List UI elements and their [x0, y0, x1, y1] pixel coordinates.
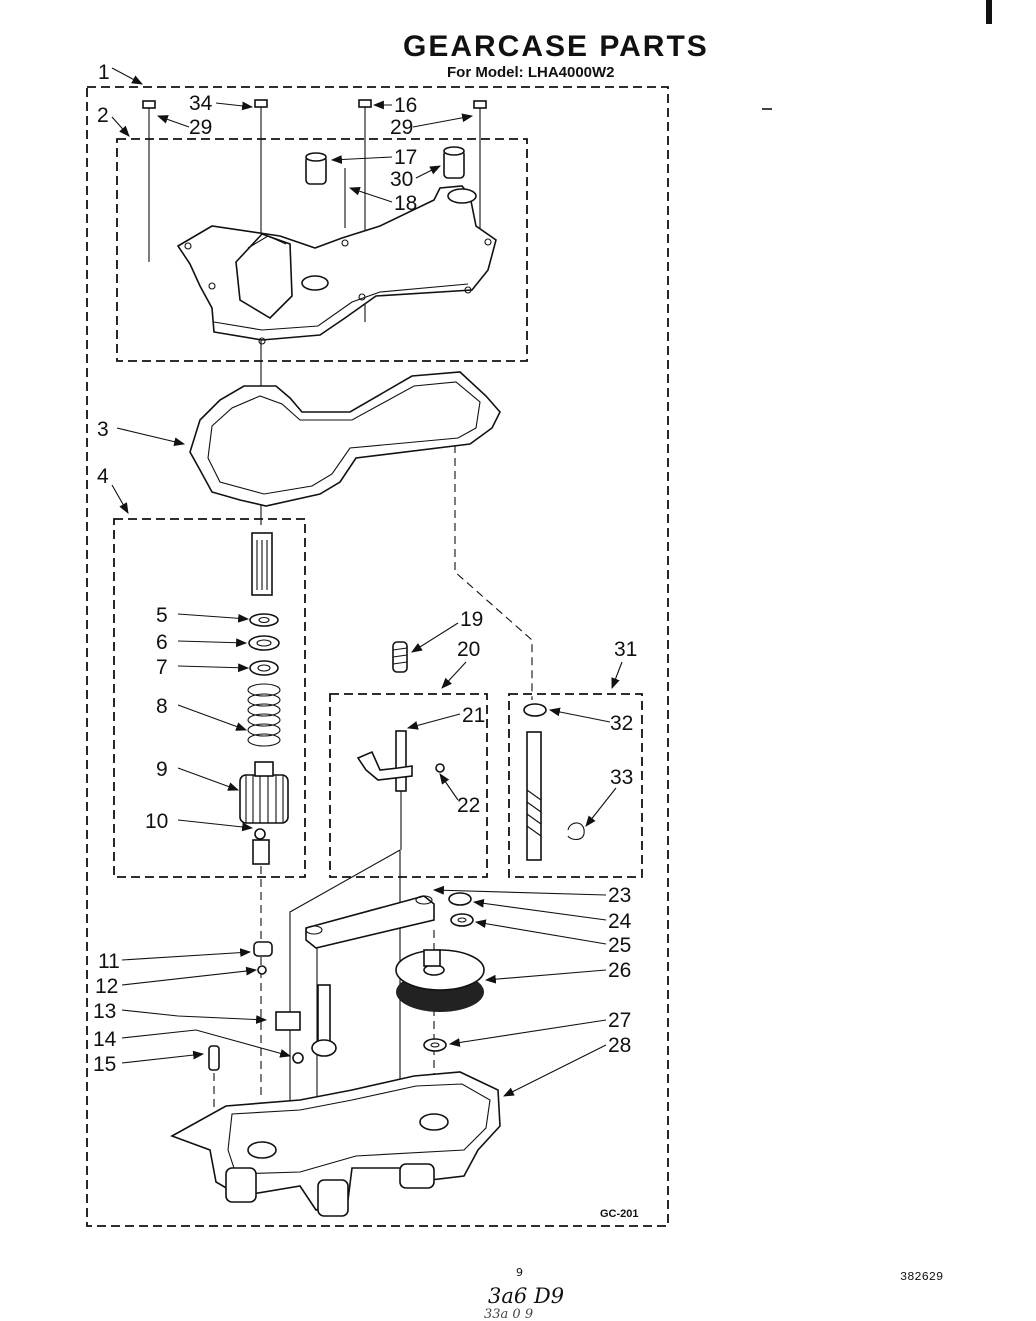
page-mark: 9 [516, 1266, 523, 1279]
callout-leaders [111, 67, 623, 1097]
callout-22: 22 [457, 794, 480, 817]
washer-24 [448, 892, 472, 906]
callout-31: 31 [614, 638, 637, 661]
callout-6: 6 [156, 631, 168, 654]
cover-box [116, 138, 528, 362]
shift-fork-20 [356, 730, 413, 850]
document-number: 382629 [900, 1270, 944, 1284]
clip-33 [567, 822, 585, 841]
callout-20: 20 [457, 638, 480, 661]
diagram-title: GEARCASE PARTS [403, 30, 709, 63]
drive-gear-26 [395, 949, 485, 1012]
callout-32: 32 [610, 712, 633, 735]
callout-29-left: 29 [189, 116, 212, 139]
worm-shaft-31 [526, 731, 542, 861]
callout-2: 2 [97, 104, 109, 127]
washer-5 [249, 613, 279, 627]
spring-19 [392, 641, 408, 673]
spring-8 [247, 683, 281, 747]
callout-27: 27 [608, 1009, 631, 1032]
callout-16: 16 [394, 94, 417, 117]
callout-10: 10 [145, 810, 168, 833]
shift-fork-box [329, 693, 488, 878]
callout-5: 5 [156, 604, 168, 627]
washer-6 [248, 635, 280, 651]
drive-link-23 [305, 895, 435, 949]
callout-13: 13 [93, 1000, 116, 1023]
callout-24: 24 [608, 910, 632, 933]
callout-19: 19 [460, 608, 483, 631]
washer-7 [249, 660, 279, 676]
ball-14 [292, 1052, 304, 1064]
bushing-17 [305, 152, 327, 185]
callout-9: 9 [156, 758, 168, 781]
gearcase-base-28 [170, 1071, 501, 1217]
bushing-30 [443, 146, 465, 179]
stray-mark [762, 108, 772, 110]
callout-29-right: 29 [390, 116, 413, 139]
callout-1: 1 [98, 61, 110, 84]
washer-32 [523, 703, 547, 717]
callout-26: 26 [608, 959, 631, 982]
callout-34: 34 [189, 92, 213, 115]
callout-4: 4 [97, 465, 109, 488]
gasket [189, 371, 501, 507]
callout-28: 28 [608, 1034, 631, 1057]
callout-7: 7 [156, 656, 168, 679]
callout-21: 21 [462, 704, 485, 727]
callout-8: 8 [156, 695, 168, 718]
screw-29-left [142, 100, 156, 121]
pin-22 [435, 763, 445, 773]
callout-3: 3 [97, 418, 109, 441]
washer-25 [450, 913, 474, 927]
bushing-11 [253, 941, 273, 957]
screw-16 [358, 99, 372, 120]
model-subtitle: For Model: LHA4000W2 [447, 64, 615, 81]
gearcase-cover [176, 185, 497, 345]
shift-lever-13 [275, 984, 337, 1057]
callout-14: 14 [93, 1028, 117, 1051]
callout-15: 15 [93, 1053, 116, 1076]
pinion-gear-9 [239, 761, 289, 824]
shaft-box [508, 693, 643, 878]
ball-10 [252, 828, 270, 865]
callout-17: 17 [394, 146, 417, 169]
screw-34 [254, 99, 268, 120]
callout-labels: 1 2 3 4 5 6 7 8 9 10 11 12 13 14 15 16 1… [93, 61, 639, 1220]
pinion-shaft [251, 532, 273, 596]
callout-18: 18 [394, 192, 417, 215]
callout-25: 25 [608, 934, 631, 957]
washer-27 [423, 1038, 447, 1052]
callout-33: 33 [610, 766, 633, 789]
callout-11: 11 [98, 950, 120, 973]
handwritten-note-2: 33a 0 9 [484, 1307, 534, 1321]
handwritten-note: 3a6 D9 [488, 1284, 565, 1308]
pin-15 [208, 1045, 220, 1071]
callout-23: 23 [608, 884, 631, 907]
assembly-box [86, 86, 669, 1227]
pinion-box [113, 518, 306, 878]
callout-12: 12 [95, 975, 118, 998]
callout-30: 30 [390, 168, 413, 191]
diagram-code: GC-201 [600, 1208, 639, 1220]
screw-29-right [473, 100, 487, 121]
ball-12 [257, 965, 267, 975]
corner-registration-mark [986, 0, 992, 24]
